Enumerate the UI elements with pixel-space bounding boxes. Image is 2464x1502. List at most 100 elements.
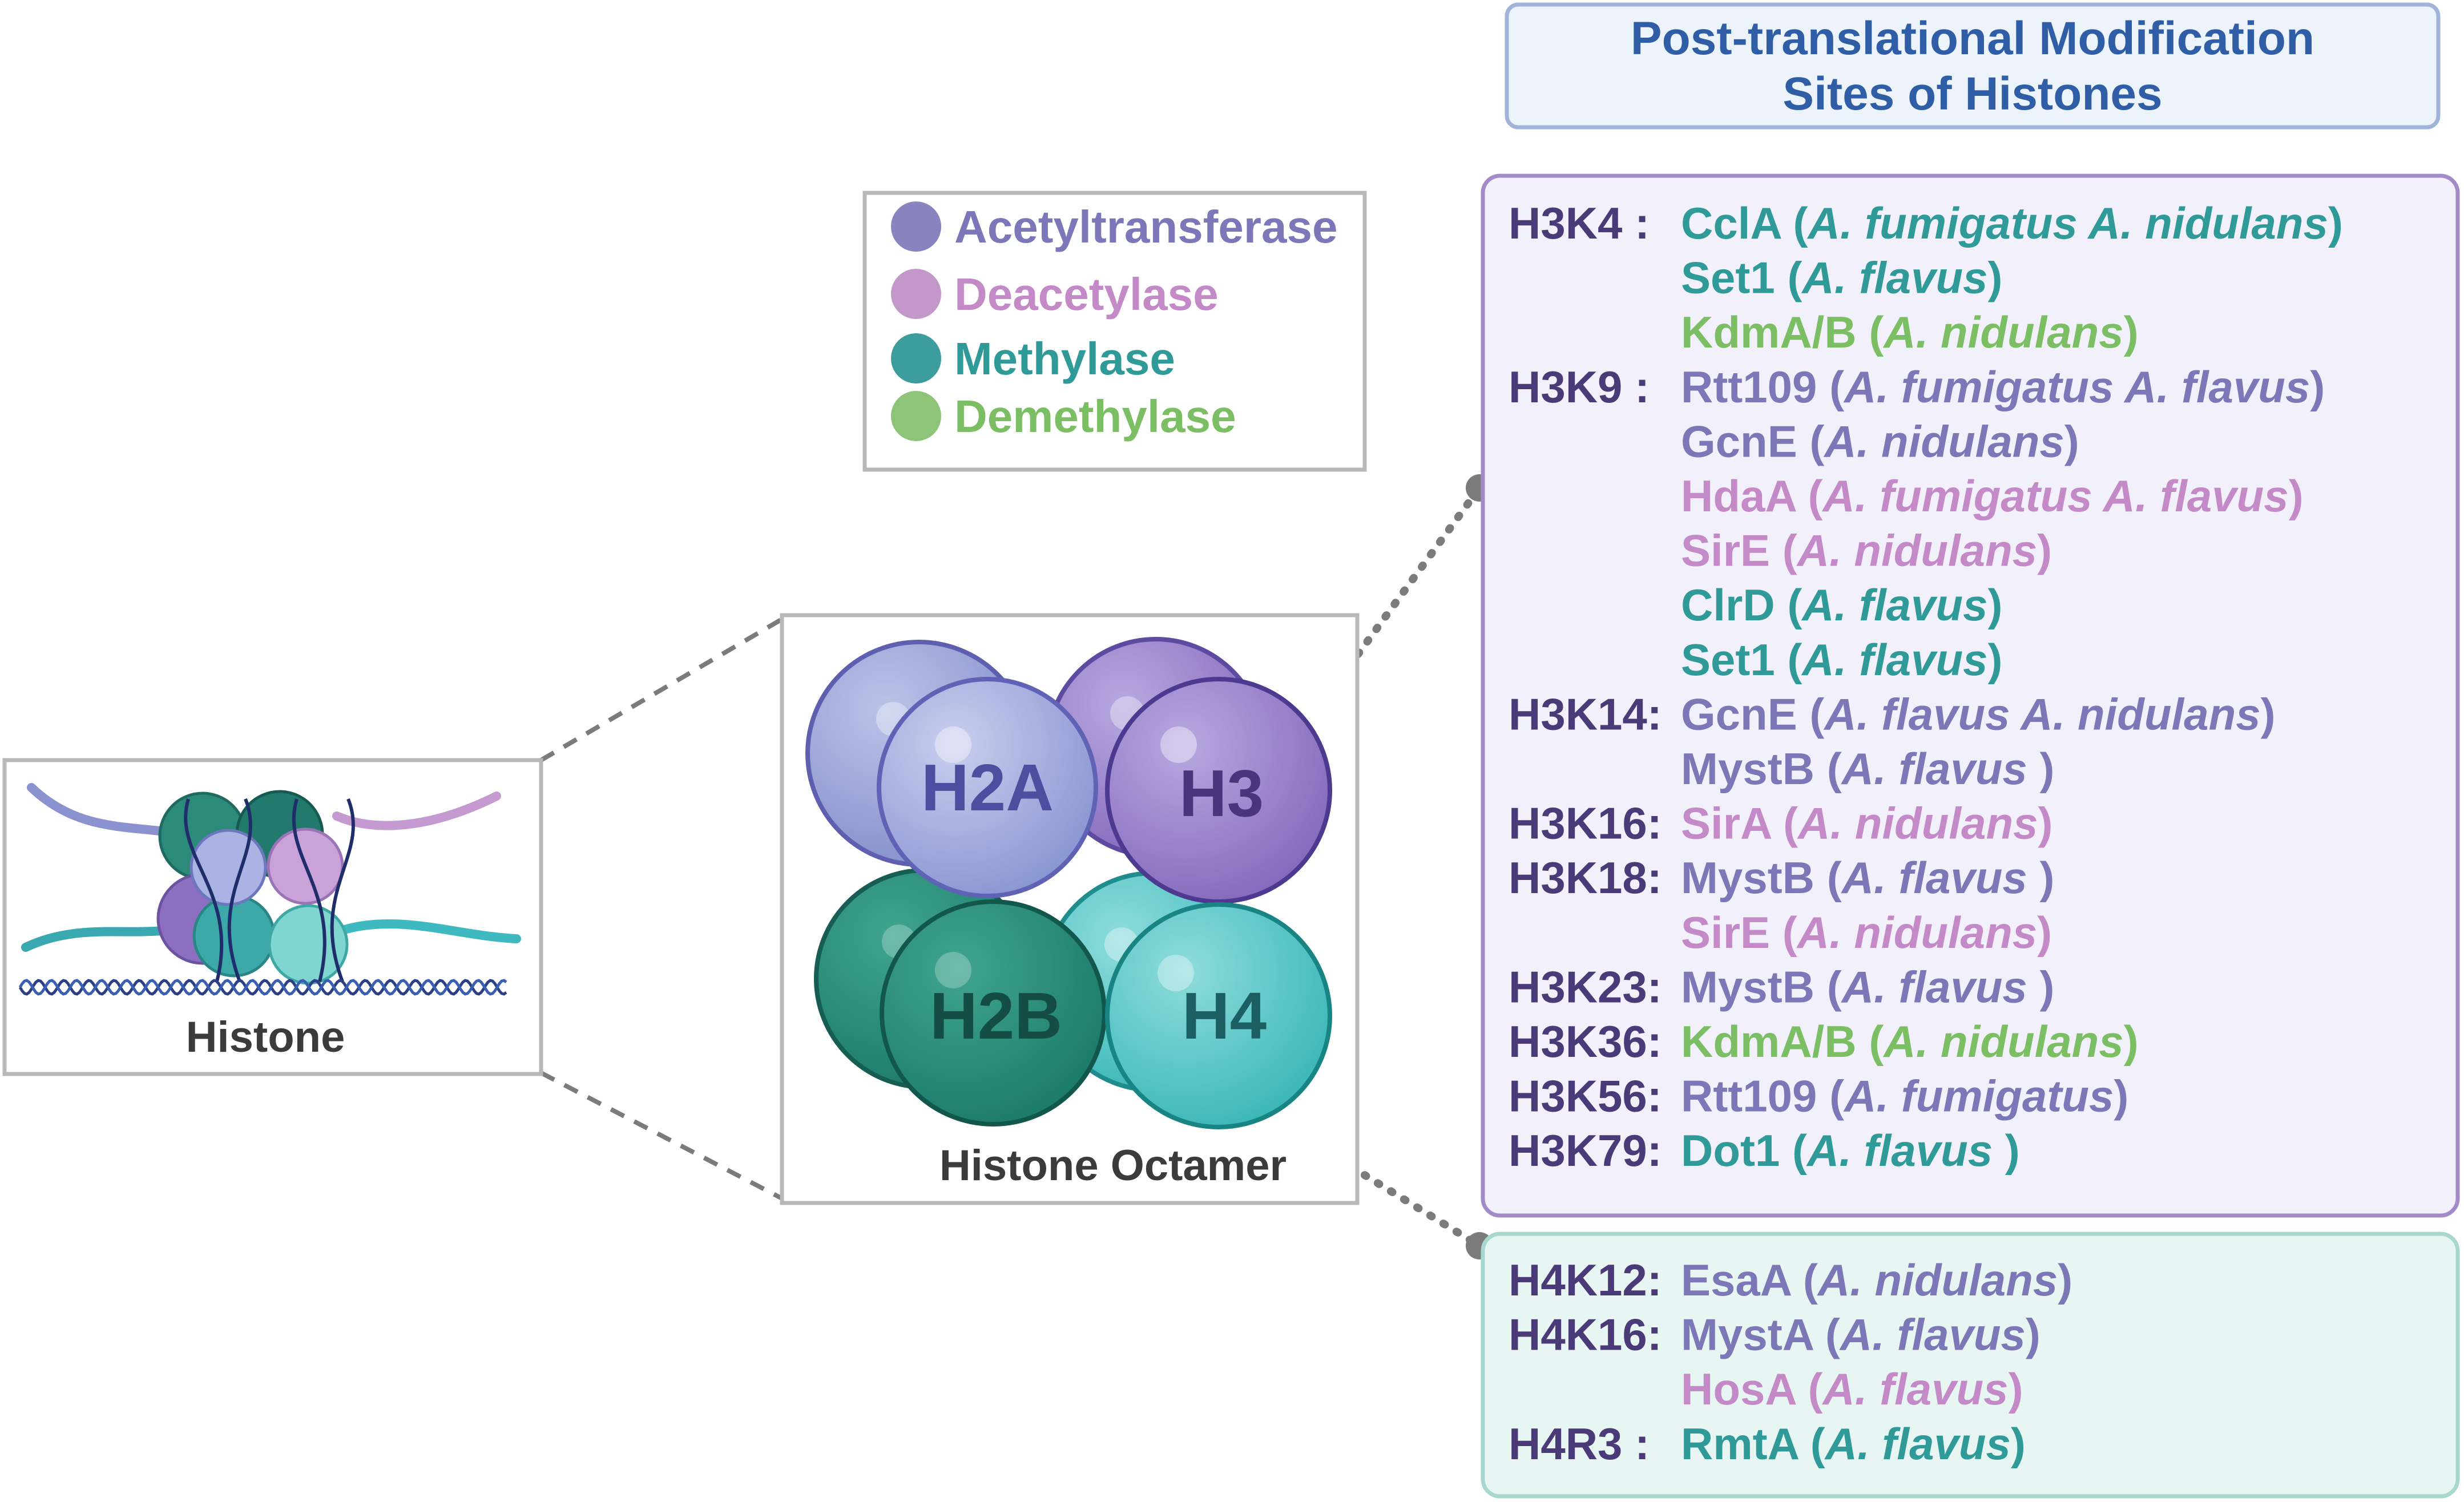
enzyme-name: RmtA — [1681, 1419, 1799, 1469]
sphere-label-h3: H3 — [1179, 756, 1264, 830]
zoom-connectors — [539, 617, 784, 1201]
site-row: H3K18:MystB (A. flavus ) — [1509, 853, 2054, 903]
enzyme-name: SirE — [1681, 526, 1783, 576]
enzyme-entry: Dot1 (A. flavus ) — [1681, 1125, 2020, 1176]
enzyme-entry: Rtt109 (A. fumigatus A. flavus) — [1681, 362, 2325, 412]
enzyme-name: GcnE — [1681, 416, 1809, 466]
enzyme-entry: HosA (A. flavus) — [1681, 1364, 2023, 1414]
site-row: H3K79: Dot1 (A. flavus ) — [1509, 1125, 2020, 1176]
enzyme-name: Dot1 — [1681, 1125, 1780, 1176]
enzyme-name: KdmA/B — [1681, 1016, 1857, 1067]
enzyme-entry: KdmA/B (A. nidulans) — [1681, 1016, 2139, 1067]
site-row: ClrD (A. flavus) — [1681, 580, 2002, 630]
enzyme-name: CclA — [1681, 198, 1781, 248]
legend-item: Methylase — [891, 333, 1175, 384]
organism-name: A. flavus — [1806, 1125, 2005, 1176]
octamer-caption: Histone Octamer — [939, 1141, 1287, 1190]
enzyme-name: EsaA — [1681, 1255, 1792, 1305]
enzyme-entry: GcnE (A. nidulans) — [1681, 416, 2079, 466]
organism-name: A. flavus — [1801, 253, 1987, 303]
organism-name: A. flavus — [1839, 1310, 2026, 1360]
legend-item: Acetyltransferase — [891, 201, 1337, 252]
enzyme-entry: MystB (A. flavus ) — [1681, 853, 2054, 903]
enzyme-name: HosA — [1681, 1364, 1796, 1414]
organism-name: A. nidulans — [1817, 1255, 2058, 1305]
organism-name: A. fumigatus A. nidulans — [1806, 198, 2328, 248]
enzyme-entry: HdaA (A. fumigatus A. flavus) — [1681, 471, 2304, 521]
organism-name: A. nidulans — [1823, 416, 2064, 466]
site-label: H3K79: — [1509, 1125, 1662, 1176]
legend: AcetyltransferaseDeacetylaseMethylaseDem… — [862, 191, 1367, 472]
site-row: SirE (A. nidulans) — [1681, 907, 2052, 958]
h3-sites-panel: H3K4 :CclA (A. fumigatus A. nidulans)Set… — [1481, 173, 2460, 1218]
site-row: MystB (A. flavus ) — [1681, 744, 2054, 794]
sphere-label-h2b: H2B — [930, 979, 1062, 1053]
legend-label: Acetyltransferase — [954, 201, 1337, 252]
histone-panel: Histone — [2, 758, 543, 1076]
enzyme-name: Rtt109 — [1681, 362, 1817, 412]
enzyme-name: GcnE — [1681, 689, 1809, 739]
organism-name: A. flavus A. nidulans — [1823, 689, 2260, 739]
site-row: SirE (A. nidulans) — [1681, 526, 2052, 576]
organism-name: A. nidulans — [1797, 798, 2038, 849]
enzyme-entry: MystB (A. flavus ) — [1681, 744, 2054, 794]
site-row: Set1 (A. flavus) — [1681, 635, 2003, 685]
organism-name: A. nidulans — [1882, 1016, 2123, 1067]
title-line-1: Post-translational Modification — [1631, 13, 2314, 64]
enzyme-entry: MystA (A. flavus) — [1681, 1310, 2040, 1360]
enzyme-name: MystA — [1681, 1310, 1814, 1360]
site-row: H4K12:EsaA (A. nidulans) — [1509, 1255, 2072, 1305]
site-row: H3K4 :CclA (A. fumigatus A. nidulans) — [1509, 198, 2343, 248]
enzyme-entry: KdmA/B (A. nidulans) — [1681, 307, 2139, 357]
organism-name: A. flavus — [1801, 580, 1987, 630]
organism-name: A. flavus — [1821, 1364, 2008, 1414]
site-row: H3K9 : Rtt109 (A. fumigatus A. flavus) — [1509, 362, 2325, 412]
organism-name: A. nidulans — [1796, 526, 2037, 576]
enzyme-entry: Rtt109 (A. fumigatus) — [1681, 1071, 2128, 1121]
enzyme-entry: RmtA (A. flavus) — [1681, 1419, 2026, 1469]
site-label: H3K56: — [1509, 1071, 1662, 1121]
site-label: H4K16: — [1509, 1310, 1662, 1360]
site-label: H3K36: — [1509, 1016, 1662, 1067]
site-row: H3K56: Rtt109 (A. fumigatus) — [1509, 1071, 2128, 1121]
legend-item: Deacetylase — [891, 269, 1219, 320]
organism-name: A. nidulans — [1882, 307, 2123, 357]
enzyme-entry: SirE (A. nidulans) — [1681, 526, 2052, 576]
enzyme-name: KdmA/B — [1681, 307, 1857, 357]
enzyme-name: ClrD — [1681, 580, 1775, 630]
enzyme-entry: GcnE (A. flavus A. nidulans) — [1681, 689, 2276, 739]
legend-swatch — [891, 391, 941, 441]
enzyme-name: SirA — [1681, 798, 1772, 849]
enzyme-name: MystB — [1681, 853, 1814, 903]
organism-name: A. flavus — [1801, 635, 1987, 685]
site-label: H3K4 : — [1509, 198, 1650, 248]
organism-name: A. flavus — [1841, 853, 2040, 903]
site-label: H3K9 : — [1509, 362, 1650, 412]
site-label: H4R3 : — [1509, 1419, 1650, 1469]
enzyme-name: HdaA — [1681, 471, 1796, 521]
histone-caption: Histone — [186, 1013, 345, 1061]
site-label: H3K16: — [1509, 798, 1662, 849]
site-row: H3K36: KdmA/B (A. nidulans) — [1509, 1016, 2139, 1067]
site-label: H3K23: — [1509, 962, 1662, 1012]
legend-label: Deacetylase — [954, 269, 1219, 320]
h4-sites-panel: H4K12:EsaA (A. nidulans)H4K16: MystA (A. … — [1481, 1232, 2460, 1499]
legend-swatch — [891, 269, 941, 319]
site-row: KdmA/B (A. nidulans) — [1681, 307, 2139, 357]
sphere-h4: H4 — [1105, 902, 1332, 1129]
sphere-label-h2a: H2A — [921, 750, 1054, 825]
site-row: H4R3 : RmtA (A. flavus) — [1509, 1419, 2026, 1469]
legend-swatch — [891, 333, 941, 383]
sphere-h2b: H2B — [880, 899, 1107, 1126]
octamer-panel: H2A H3 H2B H4 Histone Octamer — [780, 613, 1360, 1205]
enzyme-name: Rtt109 — [1681, 1071, 1817, 1121]
title-line-2: Sites of Histones — [1783, 68, 2162, 120]
legend-label: Methylase — [954, 333, 1175, 384]
enzyme-entry: MystB (A. flavus ) — [1681, 962, 2054, 1012]
enzyme-entry: ClrD (A. flavus) — [1681, 580, 2002, 630]
site-row: H3K16:SirA (A. nidulans) — [1509, 798, 2053, 849]
site-row: HdaA (A. fumigatus A. flavus) — [1681, 471, 2304, 521]
organism-name: A. flavus — [1824, 1419, 2011, 1469]
site-row: H3K23: MystB (A. flavus ) — [1509, 962, 2054, 1012]
